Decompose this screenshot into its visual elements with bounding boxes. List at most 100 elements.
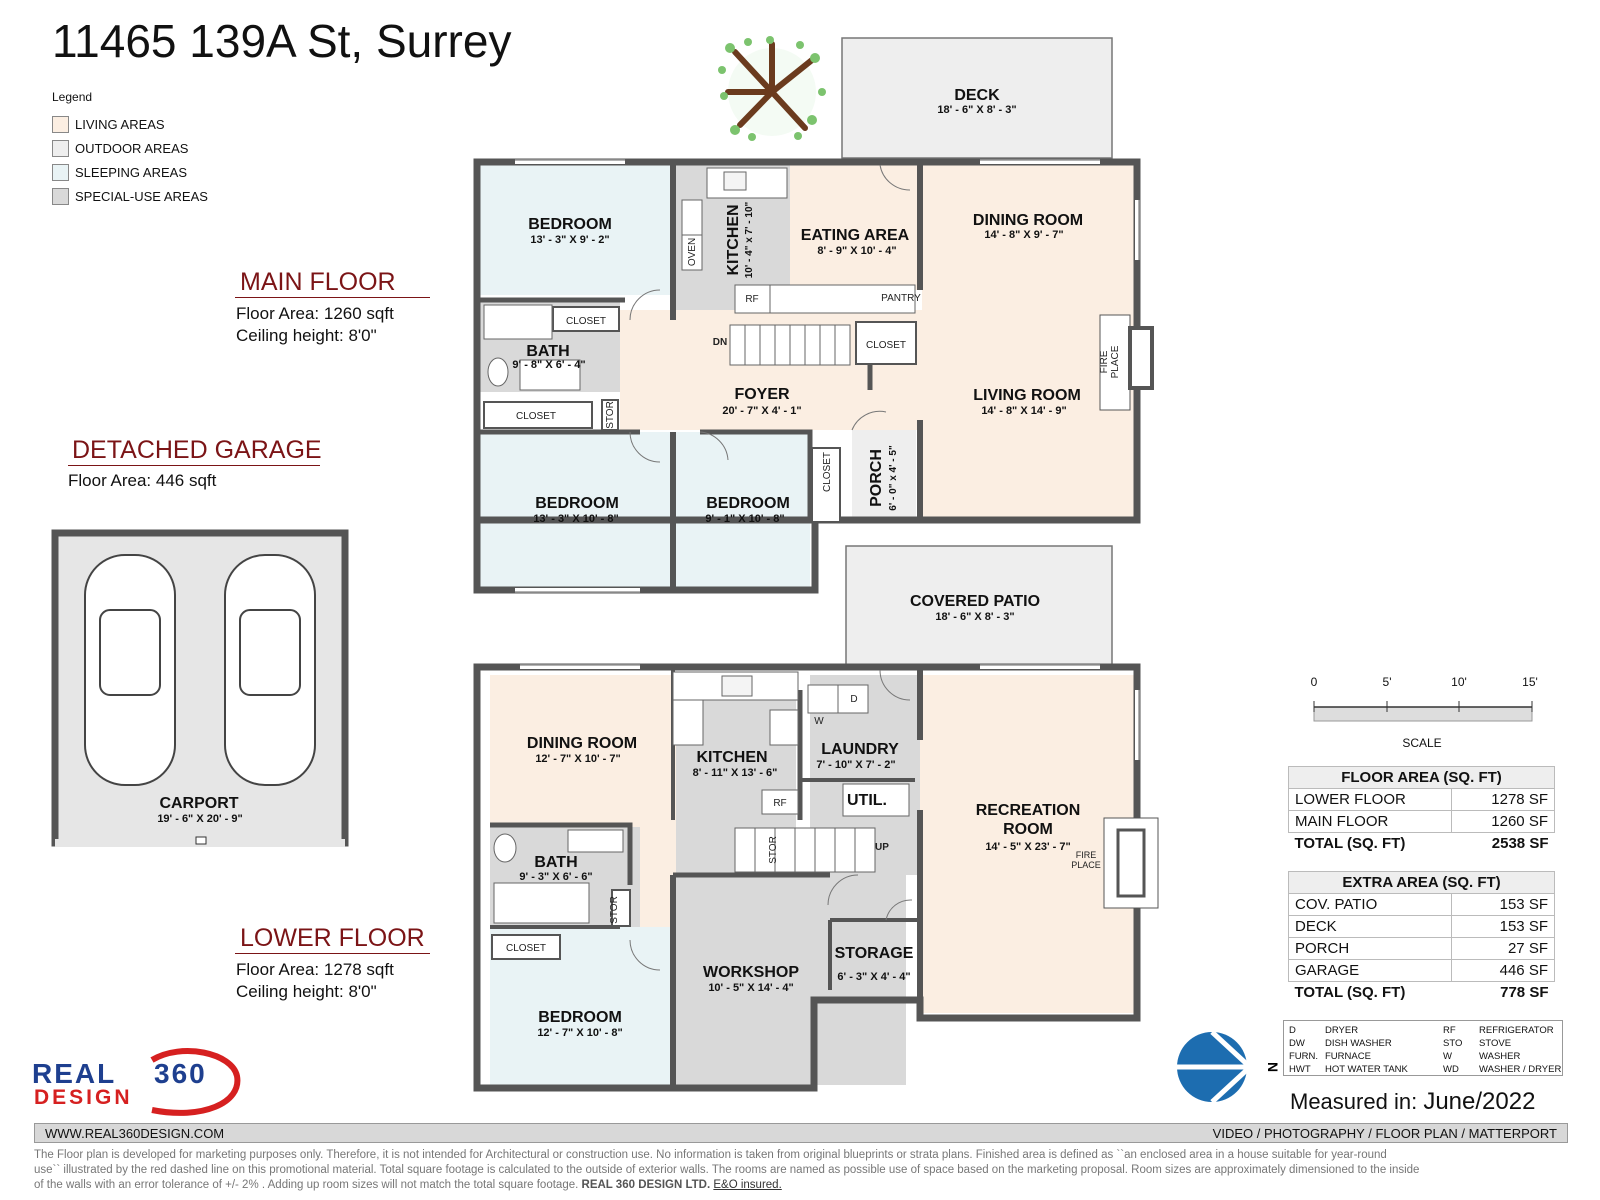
workshop-fill (676, 875, 906, 1085)
bath-main-label: BATH (526, 343, 569, 360)
recreation-fill (920, 675, 1134, 1013)
table-cell: 153 SF (1451, 893, 1555, 916)
main-closets (483, 306, 917, 523)
kitchen-main-counters (681, 167, 916, 314)
table-total-row: TOTAL (SQ. FT)2538 SF (1289, 833, 1555, 855)
legend-heading: Legend (52, 90, 93, 104)
extra-area-heading: EXTRA AREA (SQ. FT) (1288, 871, 1555, 894)
bedroom-lower-dim: 12' - 7" X 10' - 8" (537, 1027, 622, 1039)
table-cell: DECK (1288, 915, 1452, 938)
table-cell: 778 SF (1500, 984, 1549, 1001)
dining-lower-fill (490, 675, 676, 827)
table-total-row: TOTAL (SQ. FT) 778 SF (1289, 982, 1555, 1004)
legend-label: LIVING AREAS (75, 116, 165, 132)
kitchen-main-label: KITCHEN (725, 204, 742, 275)
door-swings-lower (629, 669, 913, 971)
kitchen-lower-dim: 8' - 11" X 13' - 6" (693, 767, 778, 779)
closet-label: CLOSET (516, 411, 556, 422)
scale-label: SCALE (1402, 736, 1441, 750)
abbr-meaning: STOVE (1479, 1038, 1512, 1049)
stor-label: STOR (609, 896, 620, 924)
table-cell: 2538 SF (1491, 835, 1549, 852)
abbr-meaning: WASHER / DRYER (1479, 1064, 1562, 1075)
bedroom-bm-dim: 9' - 1" X 10' - 8" (705, 513, 784, 525)
legend-item-special: SPECIAL-USE AREAS (52, 187, 208, 205)
fire-label: FIRE (1076, 850, 1097, 860)
dining-lower-dim: 12' - 7" X 10' - 7" (535, 753, 620, 765)
bedroom-bm-fill (676, 432, 810, 587)
bedroom-top-label: BEDROOM (528, 216, 612, 233)
table-cell: COV. PATIO (1288, 893, 1452, 916)
real360-logo: REAL 360 DESIGN (32, 1048, 262, 1118)
table-cell: PORCH (1288, 937, 1452, 960)
main-floor-ceiling: Ceiling height: 8'0" (236, 326, 377, 345)
scale-bar (1313, 701, 1533, 722)
disclaimer-line: of the walls with an error tolerance of … (34, 1179, 579, 1191)
disclaimer: The Floor plan is developed for marketin… (34, 1148, 1568, 1193)
scale-tick: 0 (1311, 675, 1318, 689)
washer-label: W (814, 716, 824, 727)
footer-bar: WWW.REAL360DESIGN.COM VIDEO / PHOTOGRAPH… (34, 1123, 1568, 1143)
living-room-label: LIVING ROOM (973, 387, 1081, 404)
lower-floor-ceiling: Ceiling height: 8'0" (236, 982, 377, 1001)
scale-tick: 10' (1451, 675, 1467, 689)
garage-heading: DETACHED GARAGE (72, 436, 322, 464)
legend-item-sleeping: SLEEPING AREAS (52, 163, 187, 181)
carport-label: CARPORT (159, 795, 238, 812)
main-floor-heading: MAIN FLOOR (240, 268, 396, 296)
bath-main-fixtures (483, 304, 581, 391)
foyer-dim: 20' - 7" X 4' - 1" (722, 405, 801, 417)
abbr-meaning: REFRIGERATOR (1479, 1025, 1554, 1036)
table-cell: 153 SF (1451, 915, 1555, 938)
bedroom-top-fill (480, 165, 670, 295)
abbr-meaning: DRYER (1325, 1025, 1359, 1036)
main-floor-underline (235, 297, 430, 298)
abbr-code: WD (1443, 1064, 1459, 1075)
scale-tick: 5' (1383, 675, 1392, 689)
workshop-label: WORKSHOP (703, 964, 799, 981)
bedroom-top-dim: 13' - 3" X 9' - 2" (530, 234, 609, 246)
abbr-code: RF (1443, 1025, 1456, 1036)
footer-services: VIDEO / PHOTOGRAPHY / FLOOR PLAN / MATTE… (1212, 1126, 1557, 1141)
lower-floor-walls (473, 663, 1141, 1092)
recreation-label-1: RECREATION (976, 802, 1081, 819)
bath-lower-fixtures (493, 829, 624, 924)
scale-tick: 15' (1522, 675, 1538, 689)
footer-website-link[interactable]: WWW.REAL360DESIGN.COM (45, 1126, 225, 1141)
porch-label: PORCH (868, 449, 885, 507)
covered-patio-label: COVERED PATIO (910, 593, 1040, 610)
abbr-meaning: FURNACE (1325, 1051, 1371, 1062)
recreation-label-2: ROOM (1003, 821, 1053, 838)
dn-label: DN (713, 337, 727, 348)
main-windows (515, 159, 1140, 593)
lower-floor-underline (235, 953, 430, 954)
laundry-dim: 7' - 10" X 7' - 2" (816, 759, 895, 771)
abbr-code: FURN. (1289, 1051, 1319, 1062)
table-cell: 446 SF (1451, 959, 1555, 982)
logo-360: 360 (154, 1058, 207, 1089)
dining-main-dim: 14' - 8" X 9' - 7" (984, 229, 1063, 241)
logo-design: DESIGN (34, 1086, 133, 1109)
disclaimer-line: use`` illustrated by the red dashed line… (34, 1164, 1420, 1176)
disclaimer-eo: E&O insured. (713, 1179, 782, 1191)
fireplace-main-icon (1099, 314, 1154, 411)
measured-in: Measured in: June/2022 (1290, 1088, 1535, 1116)
stairs-lower (734, 827, 876, 873)
bath-lower-label: BATH (534, 854, 577, 871)
table-cell: MAIN FLOOR (1288, 810, 1452, 833)
table-cell: TOTAL (SQ. FT) (1294, 984, 1406, 1001)
eating-area-label: EATING AREA (801, 227, 910, 244)
rf-label: RF (773, 798, 786, 809)
storage-dim: 6' - 3" X 4' - 4" (837, 971, 910, 983)
abbr-meaning: HOT WATER TANK (1325, 1064, 1408, 1075)
porch-fill (852, 430, 916, 520)
floor-area-heading: FLOOR AREA (SQ. FT) (1288, 766, 1555, 789)
measured-value: June/2022 (1423, 1088, 1536, 1115)
legend-item-outdoor: OUTDOOR AREAS (52, 139, 188, 157)
storage-label: STORAGE (835, 945, 914, 962)
